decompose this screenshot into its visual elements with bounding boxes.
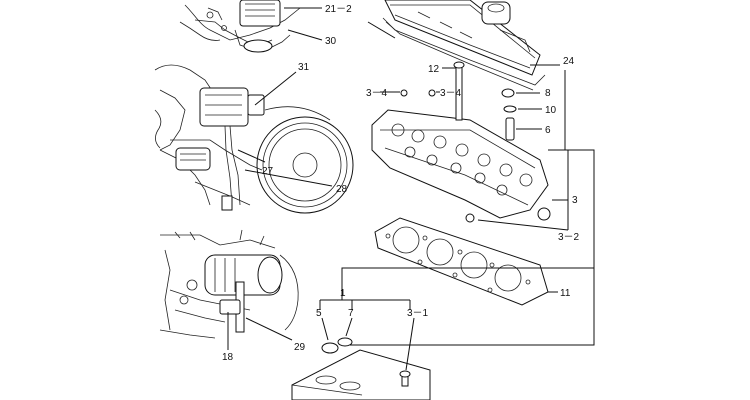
callout-3-4-right: 3－4 xyxy=(440,88,462,99)
callout-8: 8 xyxy=(545,88,551,99)
head-gasket xyxy=(374,217,549,306)
cylinder-head xyxy=(371,61,551,223)
engine-side-sketch-upper xyxy=(154,64,354,214)
callout-3-2: 3－2 xyxy=(558,232,580,243)
callout-12: 12 xyxy=(428,64,440,75)
callout-6: 6 xyxy=(545,125,551,136)
callout-10: 10 xyxy=(545,105,557,116)
callout-27: 27 xyxy=(262,166,274,177)
callout-7: 7 xyxy=(348,308,354,319)
callout-3-4-left: 3－4 xyxy=(366,88,388,99)
fuel-pump-sketch xyxy=(179,0,301,53)
callout-28: 28 xyxy=(336,184,348,195)
callout-21-2: 21－2 xyxy=(325,4,352,15)
valve-cover xyxy=(382,0,546,91)
engine-side-sketch-lower xyxy=(159,229,299,339)
callout-31: 31 xyxy=(298,62,310,73)
callout-18: 18 xyxy=(222,352,234,363)
callout-30: 30 xyxy=(325,36,337,47)
callout-1: 1 xyxy=(340,288,346,299)
callout-11: 11 xyxy=(560,288,571,299)
callout-24: 24 xyxy=(563,56,575,67)
callout-3-1: 3－1 xyxy=(407,308,429,319)
cylinder-block-top xyxy=(291,337,431,400)
callout-5: 5 xyxy=(316,308,322,319)
callout-29: 29 xyxy=(294,342,306,353)
callout-3: 3 xyxy=(572,195,578,206)
